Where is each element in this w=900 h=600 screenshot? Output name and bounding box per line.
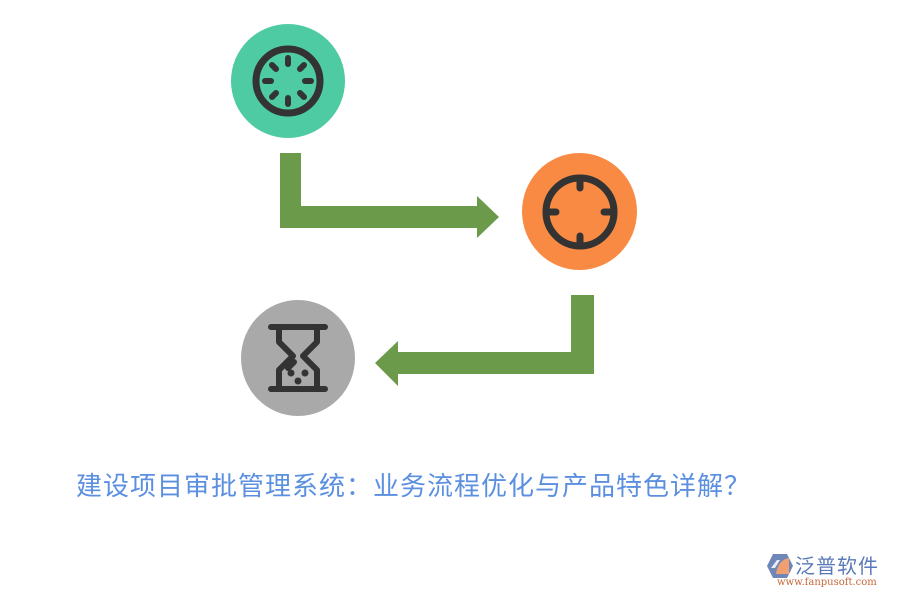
article-title: 建设项目审批管理系统：业务流程优化与产品特色详解？ <box>76 472 752 502</box>
brand-watermark: 泛普软件 www.fanpusoft.com <box>767 550 897 595</box>
step-3-node <box>241 300 355 416</box>
step-1-node <box>231 24 345 138</box>
brand-name: 泛普软件 <box>795 554 879 578</box>
crosshair-target-icon <box>542 174 617 249</box>
hourglass-icon <box>268 324 328 392</box>
step-2-node <box>522 153 637 270</box>
brand-url: www.fanpusoft.com <box>777 577 877 588</box>
fanpu-logo-icon <box>767 554 793 578</box>
loading-spinner-icon <box>252 45 324 117</box>
